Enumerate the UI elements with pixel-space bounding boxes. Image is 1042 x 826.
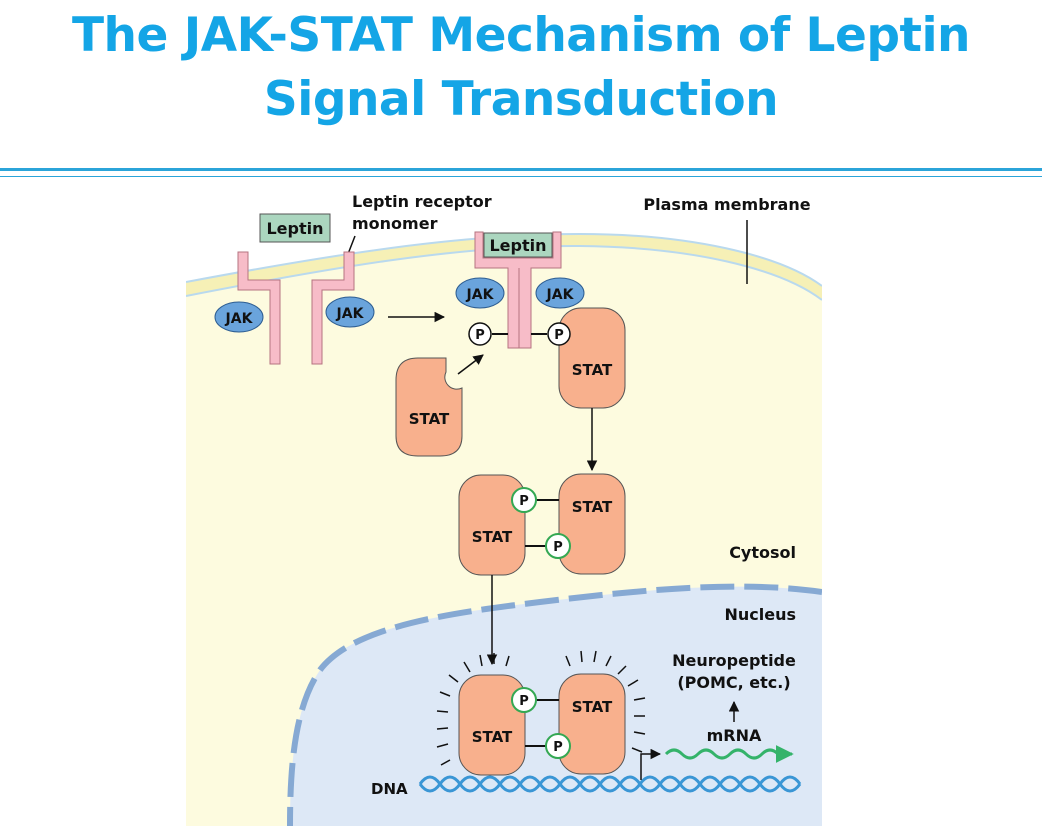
phosphate-label: P [475, 328, 485, 343]
dna-strand-a [418, 775, 802, 793]
phosphate-receptor-right [547, 322, 571, 346]
dna-strand-b [418, 775, 802, 793]
phosphate-active-top [511, 687, 537, 713]
leptin-label-bound: Leptin [489, 236, 546, 255]
mrna-label: mRNA [707, 726, 762, 745]
plasma-membrane-line-bottom [186, 244, 822, 301]
stat-active-right [558, 673, 626, 775]
jak-label: JAK [336, 306, 365, 322]
leptin-box-free [259, 213, 331, 243]
neuropeptide-label: Neuropeptide [672, 651, 796, 670]
stat-label: STAT [472, 528, 513, 546]
page-title: The JAK-STAT Mechanism of Leptin Signal … [0, 4, 1042, 132]
stat-bound [558, 307, 626, 409]
plasma-membrane-line-top [186, 232, 822, 287]
phosphate-label: P [553, 740, 563, 755]
jak-left-2 [325, 296, 375, 328]
mrna-strand [664, 745, 794, 763]
phosphate-dimer-top [511, 487, 537, 513]
jak-dimer-left [455, 277, 505, 309]
transcription-start-arrow [640, 748, 662, 780]
stat-label: STAT [572, 698, 613, 716]
docking-arrow [457, 354, 484, 375]
leptin-box-bound [483, 232, 553, 258]
nucleus-label: Nucleus [724, 605, 796, 624]
receptor-pointer [347, 235, 356, 255]
title-divider-thick [0, 168, 1042, 171]
jak-label: JAK [546, 287, 575, 303]
activation-rays [436, 650, 646, 766]
receptor-monomer-left [237, 251, 281, 365]
receptor-dimer [474, 231, 562, 349]
receptor-monomer-right [311, 251, 355, 365]
jak-label: JAK [466, 287, 495, 303]
dna-label: DNA [371, 780, 408, 798]
phosphate-label: P [553, 540, 563, 555]
phosphate-label: P [554, 328, 564, 343]
stat-free [395, 357, 463, 457]
phosphate-dimer-bottom [545, 533, 571, 559]
phosphate-receptor-left [468, 322, 492, 346]
pomc-label: (POMC, etc.) [677, 673, 790, 692]
title-divider-thin [0, 176, 1042, 177]
stat-label: STAT [572, 361, 613, 379]
phosphate-label: P [519, 494, 529, 509]
leptin-label-free: Leptin [266, 219, 323, 238]
phosphate-label: P [519, 694, 529, 709]
nuclear-envelope [287, 583, 822, 826]
phosphate-active-bottom [545, 733, 571, 759]
stat-active-left [458, 674, 526, 776]
stat-dimer-right [558, 473, 626, 575]
plasma-membrane-label: Plasma membrane [643, 195, 810, 214]
stat-label: STAT [472, 728, 513, 746]
stat-label: STAT [409, 410, 450, 428]
page-title-line-1: The JAK-STAT Mechanism of Leptin [71, 8, 971, 63]
jak-dimer-right [535, 277, 585, 309]
monomer-label: monomer [352, 214, 438, 233]
page-title-line-2: Signal Transduction [263, 72, 779, 127]
leptin-receptor-label: Leptin receptor [352, 192, 492, 211]
stat-dimer-left [458, 474, 526, 576]
nucleus-region [290, 586, 822, 826]
jak-label: JAK [225, 311, 254, 327]
stat-label: STAT [572, 498, 613, 516]
cytosol-label: Cytosol [729, 543, 796, 562]
jak-left-1 [214, 301, 264, 333]
